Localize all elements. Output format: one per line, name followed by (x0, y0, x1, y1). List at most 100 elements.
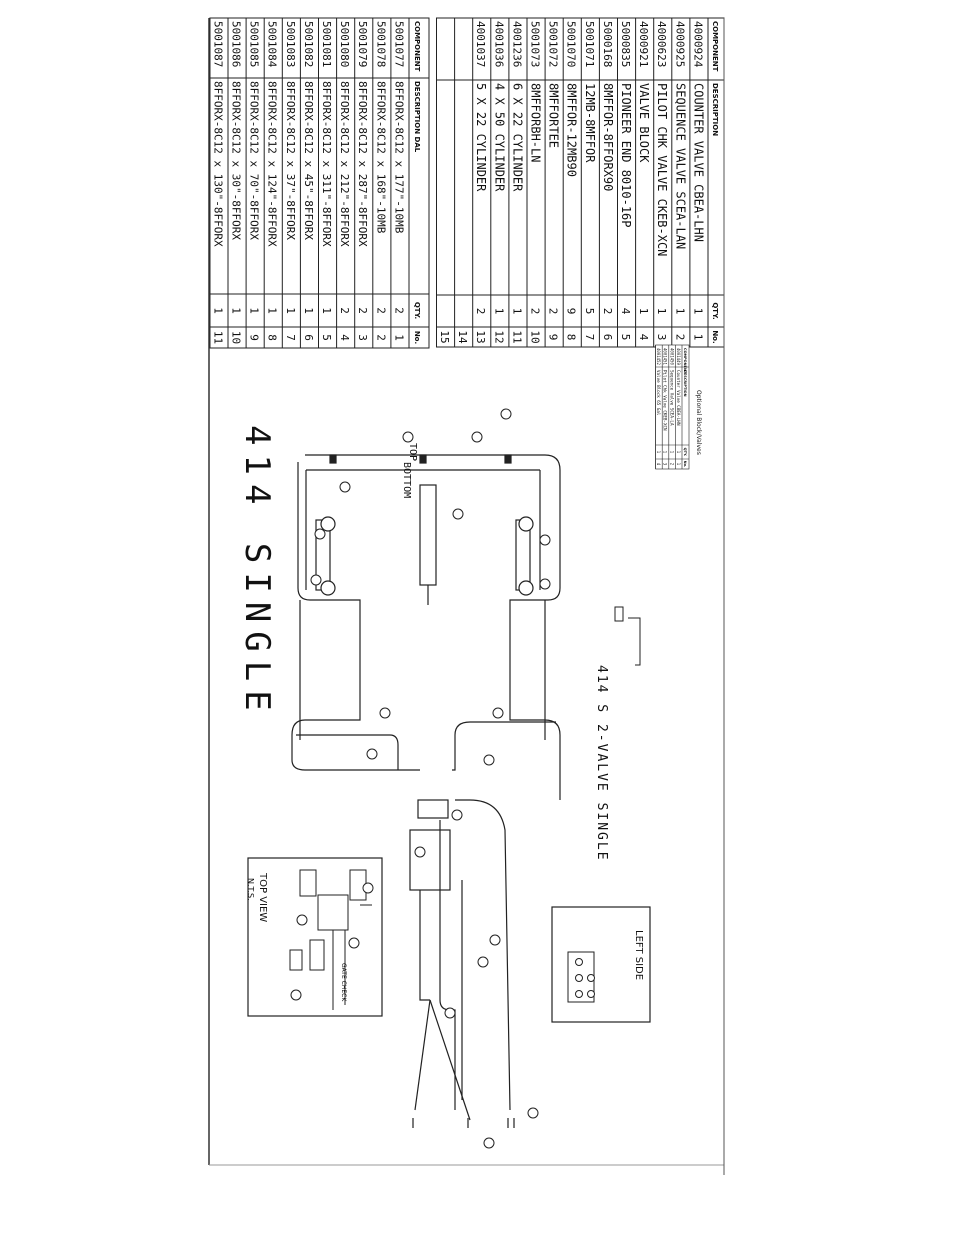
table-cell-description: Counter Valve CBEA-LHN (676, 370, 681, 426)
table-cell-description: PILOT CHK VALVE CKEB-XCN (655, 83, 669, 256)
table-cell-component: 5001070 (565, 21, 578, 67)
table-header-component: COMPONENT (413, 21, 421, 72)
table-cell-component: 5001086 (230, 21, 243, 67)
table-cell-component: 4001037 (474, 21, 487, 67)
table-cell-no: 14 (456, 330, 469, 344)
table-cell-description: 8MFFORTEE (547, 83, 561, 148)
table-header-component: COMPONENT (711, 21, 719, 72)
table-cell-component: 5001077 (392, 21, 405, 67)
table-cell-component: 5001085 (248, 21, 261, 67)
table-cell-no: 6 (601, 334, 614, 341)
table-cell-qty: 2 (374, 307, 387, 314)
table-cell-no: 13 (474, 330, 487, 343)
table-cell-description: 8FFORX-8C12 x 168"-10MB (374, 81, 387, 234)
table-header-description: DESCRIPTION DAL (413, 81, 421, 153)
table-cell-description: 4 X 50 CYLINDER (492, 83, 506, 192)
table-cell-description: 8FFORX-8C12 x 37"-8FFORX (284, 81, 297, 240)
table-cell-qty: 1 (211, 307, 224, 314)
table-cell-no: 2 (673, 334, 686, 341)
table-cell-no: 6 (302, 334, 315, 341)
table-cell-component: 4000924 (691, 21, 704, 68)
table-cell-description: Pilot Chk Valve CKEB-XCN (663, 370, 668, 431)
table-cell-no: 3 (356, 334, 369, 341)
table-header-qty: QTY. (413, 302, 421, 319)
table-cell-component: 4001451 (663, 348, 668, 365)
table-header-qty: QTY. (711, 302, 719, 319)
table-cell-no: 12 (492, 330, 505, 343)
table-cell-qty: 1 (510, 308, 523, 315)
table-cell-no: 4 (637, 334, 650, 341)
table-cell-component: 4001449 (676, 348, 681, 365)
table-cell-description: 8FFORX-8C12 x 287"-8FFORX (356, 81, 369, 247)
table-cell-qty: 1 (691, 308, 704, 315)
bulkhead-fitting (614, 606, 641, 666)
table-cell-no: 4 (656, 463, 661, 466)
table-cell-component: 4000921 (637, 21, 650, 67)
table-cell-description: 8FFORX-8C12 x 70"-8FFORX (248, 81, 261, 240)
table-cell-description: 8FFORX-8C12 x 177"-10MB (392, 81, 405, 234)
table-cell-no: 8 (266, 334, 279, 341)
table-cell-description: 8FFORX-8C12 x 311"-8FFORX (320, 81, 333, 247)
bottom-label: BOTTOM (401, 462, 412, 498)
table-cell-description: 8FFORX-8C12 x 124"-8FFORX (266, 81, 279, 247)
table-cell-component: 5001082 (302, 21, 315, 67)
table-cell-component: 4001036 (492, 21, 505, 67)
table-header-qty: QTY. (683, 448, 687, 457)
left-side-title: LEFT SIDE (633, 930, 644, 980)
table-cell-qty: 2 (338, 307, 351, 314)
table-cell-description: 5 X 22 CYLINDER (474, 83, 488, 192)
table-cell-description: COUNTER VALVE CBEA-LHN (691, 83, 705, 242)
optional-table-title: Optional Block/Valves (695, 390, 702, 455)
drawing-subtitle: 414 S 2-VALVE SINGLE (594, 665, 609, 862)
table-cell-description: 6 X 22 CYLINDER (510, 83, 524, 192)
table-cell-description: PIONEER END 8010-16P (619, 83, 633, 228)
table-cell-component: 4001452 (656, 348, 661, 365)
table-cell-no: 5 (619, 334, 632, 341)
table-cell-description: VALVE BLOCK (637, 83, 651, 163)
table-cell-no: 7 (583, 334, 596, 341)
table-cell-no: 8 (565, 334, 578, 341)
hose-ends (412, 1118, 515, 1128)
table-cell-qty: 1 (492, 308, 505, 315)
table-header-no: No. (413, 331, 421, 344)
table-cell-no: 10 (230, 331, 243, 344)
drawing-title: 414 SINGLE (237, 425, 277, 720)
table-cell-qty: 1 (656, 451, 661, 454)
table-cell-qty: 1 (248, 307, 261, 314)
table-cell-component: 5001087 (211, 21, 224, 67)
table-cell-qty: 2 (547, 308, 560, 315)
table-cell-component: 5000835 (619, 21, 632, 67)
table-cell-no: 5 (320, 334, 333, 341)
table-cell-component: 5001079 (356, 21, 369, 67)
table-cell-qty: 1 (266, 307, 279, 314)
table-cell-qty: 1 (230, 307, 243, 314)
table-cell-description: 8FFORX-8C12 x 30"-8FFORX (230, 81, 243, 240)
table-cell-description: 8MFFOR-12MB90 (565, 83, 579, 177)
table-cell-description: 8FFORX-8C12 x 130"-8FFORX (211, 81, 224, 247)
table-cell-no: 11 (211, 331, 224, 344)
table-cell-qty: 1 (676, 451, 681, 454)
table-cell-no: 10 (529, 330, 542, 343)
table-header-component: COMPONENT (683, 348, 687, 374)
gate-check-label: GATE CHECK (340, 963, 347, 1002)
table-cell-qty: 1 (284, 307, 297, 314)
top-label: TOP (407, 443, 418, 461)
table-cell-no: 1 (392, 334, 405, 341)
table-cell-no: 3 (655, 334, 668, 341)
table-cell-no: 7 (284, 334, 297, 341)
callout-balloons (310, 408, 551, 1149)
table-cell-description: Valve Block 65 Gal (656, 370, 661, 416)
table-cell-qty: 1 (637, 308, 650, 315)
table-cell-no: 3 (663, 463, 668, 466)
table-cell-no: 9 (547, 334, 560, 341)
table-cell-qty: 9 (565, 308, 578, 315)
table-cell-qty: 1 (655, 308, 668, 315)
table-cell-no: 2 (374, 334, 387, 341)
table-cell-qty: 2 (356, 307, 369, 314)
table-header-description: DESCRIPTION (711, 83, 719, 136)
table-cell-component: 5001084 (266, 21, 279, 68)
table-cell-component: 5000168 (601, 21, 614, 67)
hose-table: COMPONENT DESCRIPTION DAL QTY. No. 5001077 8F… (209, 17, 430, 349)
top-view-note: N.T.S. (246, 878, 255, 901)
